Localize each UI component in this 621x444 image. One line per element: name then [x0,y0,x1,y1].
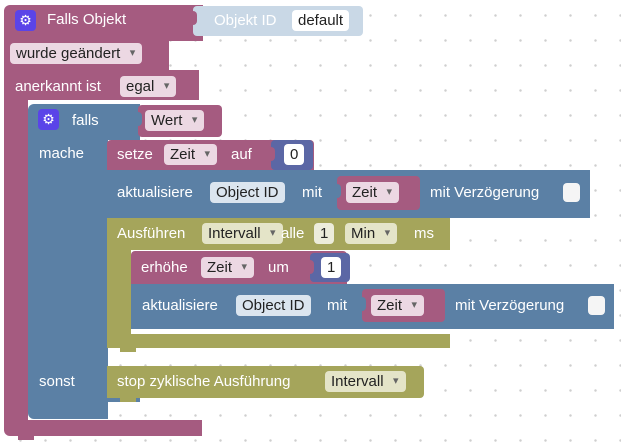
block-notch [120,398,136,402]
input-connector [358,297,366,311]
interval-unit-dropdown[interactable]: Min [345,223,398,244]
object-id-label: Objekt ID [214,12,277,29]
change-condition-dropdown[interactable]: wurde geändert [10,43,143,64]
update-variable-dropdown-1[interactable]: Zeit [346,182,400,203]
ack-dropdown[interactable]: egal [120,76,177,97]
value-dropdown[interactable]: Wert [145,110,205,131]
interval-amount-field[interactable]: 1 [314,223,335,244]
input-connector [333,184,341,198]
input-connector [306,260,314,274]
update-with-label-2: mit [327,297,347,314]
increment-variable-dropdown[interactable]: Zeit [201,257,255,278]
update-object-id-2[interactable]: Object ID [236,295,311,316]
else-label: sonst [39,373,75,390]
object-id-field[interactable]: default [292,10,350,31]
stop-interval-label: stop zyklische Ausführung [117,373,291,390]
delay-checkbox-1[interactable] [563,183,580,202]
gear-icon[interactable] [38,109,59,130]
do-label: mache [39,145,85,162]
interval-unit-suffix: ms [414,225,434,242]
if-label: falls [72,112,99,129]
update-label-1: aktualisiere [117,184,193,201]
event-header-label: Falls Objekt [47,11,127,28]
set-variable-dropdown[interactable]: Zeit [164,144,218,165]
input-connector [134,112,142,126]
input-connector [189,11,197,25]
update-delay-label-1: mit Verzögerung [430,184,540,201]
update-delay-label-2: mit Verzögerung [455,297,565,314]
interval-name-dropdown[interactable]: Intervall [202,223,283,244]
stop-interval-dropdown[interactable]: Intervall [325,371,406,392]
update-with-label-1: mit [302,184,322,201]
set-value-field[interactable]: 0 [284,144,305,165]
increment-by-label: um [268,259,289,276]
ack-label: anerkannt ist [15,78,101,95]
update-label-2: aktualisiere [142,297,218,314]
interval-run-label: Ausführen [117,225,186,242]
increment-value-field[interactable]: 1 [321,257,342,278]
update-object-id-1[interactable]: Object ID [210,182,285,203]
interval-every-label: alle [281,225,305,242]
gear-icon[interactable] [15,10,36,31]
set-to-label: auf [231,146,252,163]
update-variable-dropdown-2[interactable]: Zeit [371,295,425,316]
delay-checkbox-2[interactable] [588,296,605,315]
increment-label: erhöhe [141,259,188,276]
set-label: setze [117,146,153,163]
input-connector [267,147,275,161]
